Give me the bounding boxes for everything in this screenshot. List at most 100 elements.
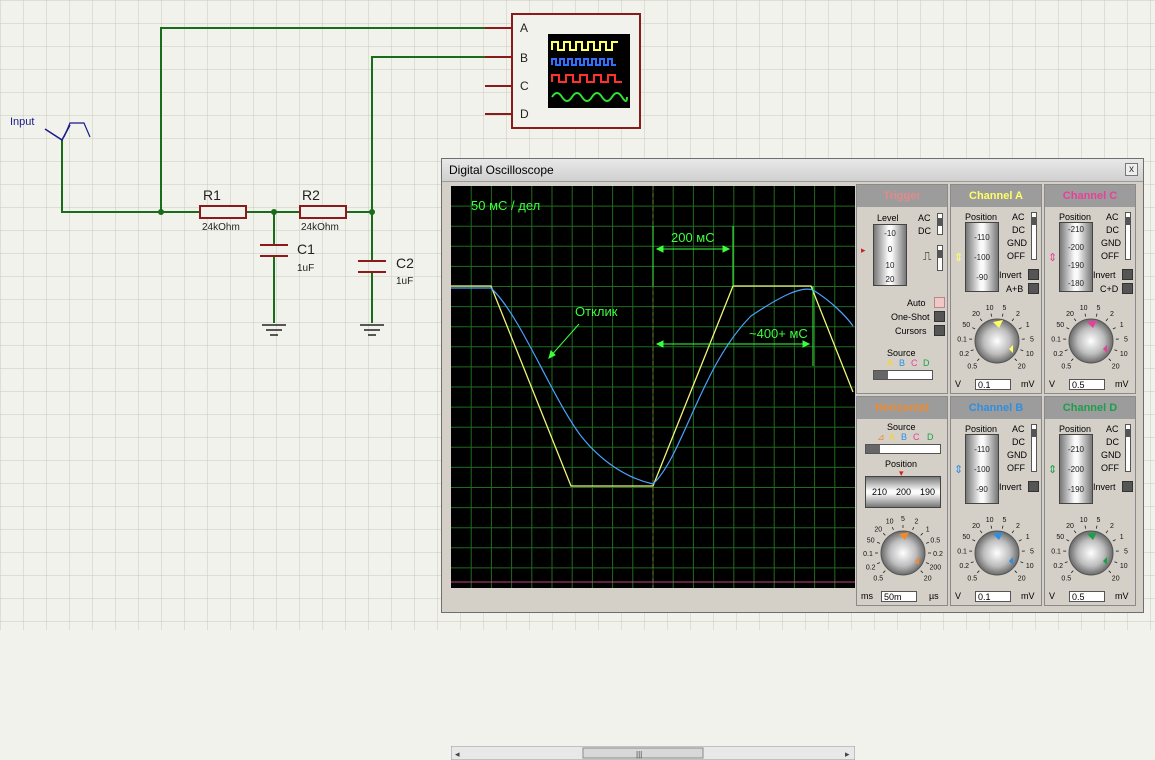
- off-label: OFF: [1007, 463, 1025, 473]
- channel-d-position-wheel[interactable]: -210 -200 -190: [1059, 434, 1093, 504]
- knob-tick: [972, 328, 975, 329]
- unit-right-label: mV: [1115, 379, 1129, 389]
- knob-scale-label: 20: [1066, 311, 1074, 318]
- c2-name: C2: [396, 255, 414, 271]
- window-titlebar[interactable]: Digital Oscilloscope x: [442, 159, 1143, 182]
- channel-d-coupling-switch[interactable]: [1125, 424, 1131, 472]
- knob-tick: [1085, 526, 1086, 529]
- horizontal-position-wheel[interactable]: 210 200 190: [865, 476, 941, 508]
- channel-c-coupling-switch[interactable]: [1125, 212, 1131, 260]
- position-tick: -190: [1060, 261, 1092, 270]
- knob-tick: [883, 533, 885, 535]
- knob-scale-label: 5: [1002, 305, 1006, 312]
- trigger-source-label: Source: [887, 348, 916, 358]
- unit-left-label: V: [955, 379, 961, 389]
- knob-tick: [991, 526, 992, 529]
- channel-a-panel: Channel A Position -110 -100 -90 ⇕ AC DC…: [950, 184, 1042, 394]
- c1-name: C1: [297, 241, 315, 257]
- position-tick: -180: [1060, 279, 1092, 288]
- knob-tick: [883, 571, 885, 573]
- cursors-button[interactable]: [934, 325, 945, 336]
- knob-scale-label: 5: [1030, 549, 1034, 556]
- channel-c-invert-button[interactable]: [1122, 269, 1133, 280]
- knob-scale-label: 1: [1120, 534, 1124, 541]
- oscilloscope-window[interactable]: Digital Oscilloscope x 50 мС / дел 200 м…: [441, 158, 1144, 613]
- trigger-source-slider[interactable]: [873, 370, 933, 380]
- channel-c-position-wheel[interactable]: -210 -200 -190 -180: [1059, 222, 1093, 292]
- knob-tick: [1002, 314, 1003, 317]
- channel-b-value-field[interactable]: 0.1: [975, 591, 1011, 602]
- unit-right-label: mV: [1021, 591, 1035, 601]
- channel-d-title: Channel D: [1045, 397, 1135, 419]
- channel-b-position-wheel[interactable]: -110 -100 -90: [965, 434, 999, 504]
- channel-b-invert-button[interactable]: [1028, 481, 1039, 492]
- knob-tick: [1109, 359, 1111, 361]
- knob-scale-label: 20: [1018, 576, 1026, 583]
- edge-switch[interactable]: [937, 245, 943, 271]
- one-shot-button[interactable]: [934, 311, 945, 322]
- auto-button[interactable]: [934, 297, 945, 308]
- level-label: Level: [877, 213, 899, 223]
- source-letter-a: A: [887, 358, 893, 368]
- knob-tick: [1002, 526, 1003, 529]
- level-wheel[interactable]: -10 0 10 20: [873, 224, 907, 286]
- knob-scale-label: 20: [972, 523, 980, 530]
- scroll-grip-icon: |||: [636, 750, 642, 759]
- knob-tick: [877, 542, 880, 543]
- knob-scale-label: 0.5: [873, 576, 883, 583]
- channel-a-invert-button[interactable]: [1028, 269, 1039, 280]
- channel-c-value-field[interactable]: 0.5: [1069, 379, 1105, 390]
- knob-tick: [1066, 540, 1069, 541]
- scroll-right-icon[interactable]: ▸: [845, 749, 850, 759]
- off-label: OFF: [1007, 251, 1025, 261]
- c1-value: 1uF: [297, 263, 314, 274]
- channel-c-title: Channel C: [1045, 185, 1135, 207]
- channel-a-value-field[interactable]: 0.1: [975, 379, 1011, 390]
- knob-tick: [921, 571, 923, 573]
- close-icon[interactable]: x: [1125, 163, 1138, 176]
- knob-tick: [971, 350, 974, 351]
- annotation-response: Отклик: [575, 304, 618, 319]
- knob-tick: [991, 314, 992, 317]
- level-tick: -10: [874, 229, 906, 238]
- channel-d-value-field[interactable]: 0.5: [1069, 591, 1105, 602]
- channel-a-coupling-switch[interactable]: [1031, 212, 1037, 260]
- level-marker-icon: ▸: [861, 245, 866, 256]
- trigger-title: Trigger: [857, 185, 947, 207]
- ramp-icon: ⊿: [877, 432, 885, 443]
- scope-display[interactable]: 50 мС / дел 200 мС ~400+ мС Отклик: [451, 186, 855, 588]
- knob-tick: [1020, 350, 1023, 351]
- knob-scale-label: 1: [1026, 322, 1030, 329]
- knob-scale-label: 10: [1080, 517, 1088, 524]
- invert-label: Invert: [999, 270, 1022, 280]
- knob-scale-label: 20: [972, 311, 980, 318]
- horizontal-source-slider[interactable]: [865, 444, 941, 454]
- horizontal-title: Horizontal: [857, 397, 947, 419]
- knob-scale-label: 20: [874, 526, 882, 533]
- timebase-value-field[interactable]: 50m: [881, 591, 917, 602]
- knob-scale-label: 0.1: [863, 551, 873, 558]
- knob-scale-label: 20: [1018, 364, 1026, 371]
- coupling-switch[interactable]: [937, 213, 943, 235]
- knob-scale-label: 2: [1110, 523, 1114, 530]
- knob-scale-label: 50: [962, 322, 970, 329]
- channel-a-position-wheel[interactable]: -110 -100 -90: [965, 222, 999, 292]
- unit-left-label: ms: [861, 591, 873, 601]
- knob-scale-label: 2: [1016, 523, 1020, 530]
- position-tick: -200: [1060, 243, 1092, 252]
- scroll-thumb[interactable]: [583, 748, 703, 758]
- horizontal-scrollbar[interactable]: ◂ ▸ |||: [451, 746, 855, 760]
- channel-c-combine-button[interactable]: [1122, 283, 1133, 294]
- position-tick: -110: [966, 233, 998, 242]
- knob-scale-label: 0.5: [1061, 364, 1071, 371]
- channel-b-coupling-switch[interactable]: [1031, 424, 1037, 472]
- scroll-left-icon[interactable]: ◂: [455, 749, 460, 759]
- channel-a-combine-button[interactable]: [1028, 283, 1039, 294]
- channel-d-invert-button[interactable]: [1122, 481, 1133, 492]
- knob-scale-label: 1: [1026, 534, 1030, 541]
